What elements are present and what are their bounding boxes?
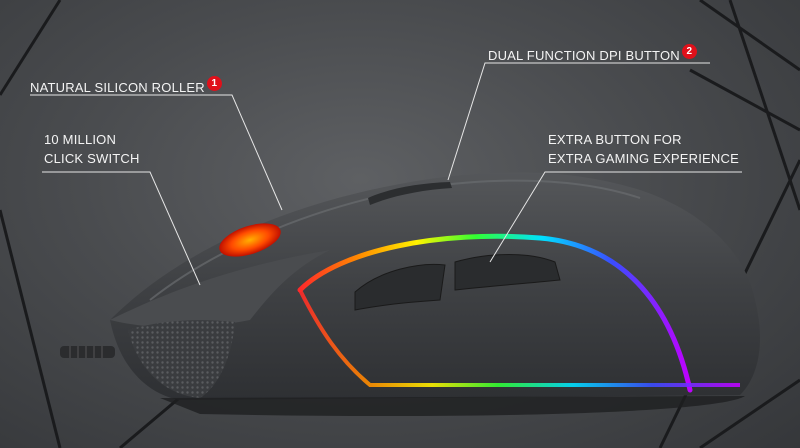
gaming-mouse	[110, 172, 760, 416]
callout-line-2: EXTRA GAMING EXPERIENCE	[548, 151, 739, 166]
callout-badge-1: 1	[206, 76, 222, 91]
callout-text: DUAL FUNCTION DPI BUTTON	[488, 48, 680, 63]
callout-extra-button: EXTRA BUTTON FOR EXTRA GAMING EXPERIENCE	[548, 130, 739, 168]
mouse-cable	[60, 346, 115, 358]
callout-line-1: 10 MILLION	[44, 132, 117, 147]
callout-click-switch: 10 MILLION CLICK SWITCH	[44, 130, 140, 168]
callout-lines	[30, 62, 742, 286]
callout-text: NATURAL SILICON ROLLER	[30, 80, 205, 95]
callout-line-2: CLICK SWITCH	[44, 151, 140, 166]
callout-badge-2: 2	[681, 44, 697, 59]
callout-line-1: EXTRA BUTTON FOR	[548, 132, 682, 147]
